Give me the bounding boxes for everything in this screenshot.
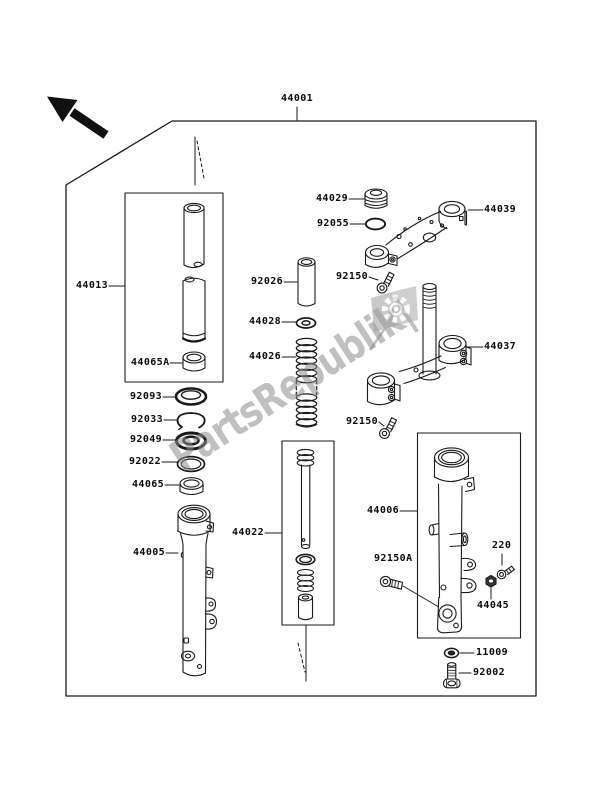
- part-bolt-92150-bottom: [379, 417, 398, 439]
- part-label-92150A: 92150A: [374, 553, 413, 564]
- box-44022: [281, 440, 335, 626]
- part-inner-tube-upper: [183, 202, 205, 269]
- part-bushing-44065A: [182, 351, 206, 372]
- part-label-44013: 44013: [76, 280, 109, 291]
- part-label-92150-bottom: 92150: [346, 416, 379, 427]
- part-label-44026: 44026: [249, 351, 282, 362]
- part-outer-leg-44006: [428, 447, 477, 634]
- part-label-92055: 92055: [317, 218, 350, 229]
- part-label-44065: 44065: [132, 479, 165, 490]
- part-damper-rod: [295, 448, 316, 621]
- part-label-44005: 44005: [133, 547, 166, 558]
- part-spacer-92026: [297, 257, 316, 307]
- part-label-44045: 44045: [477, 600, 510, 611]
- part-bolt-92150-top: [376, 271, 395, 294]
- part-oil-seal-92049: [175, 431, 207, 451]
- part-label-92026: 92026: [251, 276, 284, 287]
- part-bushing-44065: [179, 477, 204, 496]
- part-label-44006: 44006: [367, 505, 400, 516]
- part-label-92022: 92022: [129, 456, 162, 467]
- part-label-92049: 92049: [130, 434, 163, 445]
- part-label-44037: 44037: [484, 341, 517, 352]
- part-upper-bracket-44039: [364, 200, 468, 268]
- part-label-11009: 11009: [476, 647, 509, 658]
- part-label-92150-top: 92150: [336, 271, 369, 282]
- part-label-44029: 44029: [316, 193, 349, 204]
- part-dust-seal-92093: [174, 387, 208, 406]
- part-label-92033: 92033: [131, 414, 164, 425]
- part-screw-220: [496, 565, 515, 580]
- part-cap-44029: [364, 188, 388, 209]
- part-label-92093: 92093: [130, 391, 163, 402]
- part-gasket-11009: [443, 647, 460, 659]
- part-oring-92055: [364, 217, 387, 231]
- part-bolt-92150A: [379, 575, 404, 590]
- part-label-220: 220: [492, 540, 512, 551]
- part-lower-bracket-44037: [366, 282, 472, 406]
- leader-lines: [108, 106, 503, 682]
- part-label-44001: 44001: [281, 93, 314, 104]
- part-bolt-92002: [442, 662, 461, 689]
- part-washer-44028: [295, 317, 317, 329]
- part-label-92002: 92002: [473, 667, 506, 678]
- part-spring-44026: [295, 337, 318, 428]
- direction-arrow-icon: [47, 96, 109, 139]
- part-label-44022: 44022: [232, 527, 265, 538]
- diagram-border: [65, 120, 537, 697]
- box-44006: [416, 432, 522, 639]
- part-label-44028: 44028: [249, 316, 282, 327]
- part-outer-tube-44005: [176, 504, 218, 677]
- part-nut-44045: [485, 574, 497, 588]
- part-washer-92022: [176, 455, 206, 473]
- part-label-44065A: 44065A: [131, 357, 170, 368]
- part-inner-tube-lower: [181, 276, 207, 343]
- part-label-44039: 44039: [484, 204, 517, 215]
- box-44013: [124, 192, 224, 383]
- part-retaining-ring-92033: [176, 412, 206, 431]
